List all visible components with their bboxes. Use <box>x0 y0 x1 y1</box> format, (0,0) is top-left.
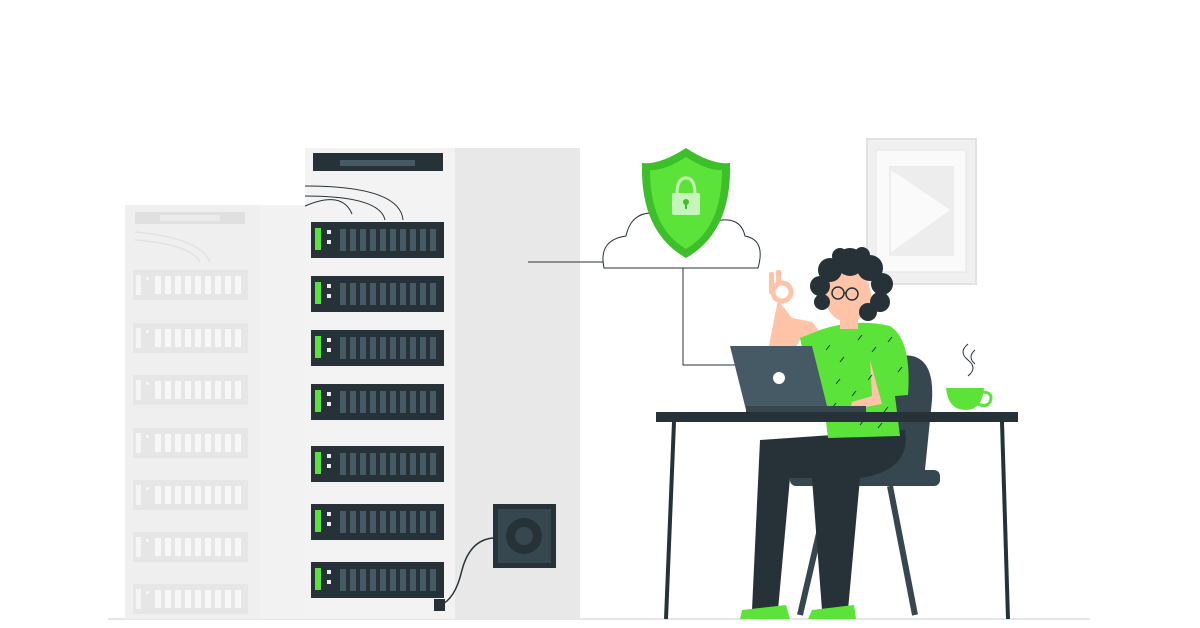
server-unit-faded <box>133 532 248 562</box>
server-unit-faded <box>133 270 248 300</box>
server-unit-faded <box>133 323 248 353</box>
server-unit <box>311 446 444 482</box>
server-unit <box>311 384 444 420</box>
main-server-rack <box>304 148 580 619</box>
person-illustration <box>740 247 909 619</box>
server-unit-faded <box>133 428 248 458</box>
rack-cable <box>304 185 404 221</box>
laptop-icon <box>730 346 866 412</box>
server-unit <box>311 562 444 598</box>
shield-lock-icon <box>641 148 731 258</box>
coffee-cup-icon <box>946 343 993 410</box>
server-unit <box>311 222 444 258</box>
server-unit-faded <box>133 375 248 405</box>
server-unit-faded <box>133 584 248 614</box>
desk <box>656 412 1018 620</box>
speaker-icon <box>493 504 556 568</box>
server-unit <box>311 276 444 312</box>
picture-frame-icon <box>866 138 977 285</box>
server-unit-faded <box>133 480 248 510</box>
network-line <box>682 268 735 366</box>
back-server-rack <box>125 205 305 619</box>
server-unit <box>311 504 444 540</box>
server-unit <box>311 330 444 366</box>
power-cable <box>439 537 494 606</box>
